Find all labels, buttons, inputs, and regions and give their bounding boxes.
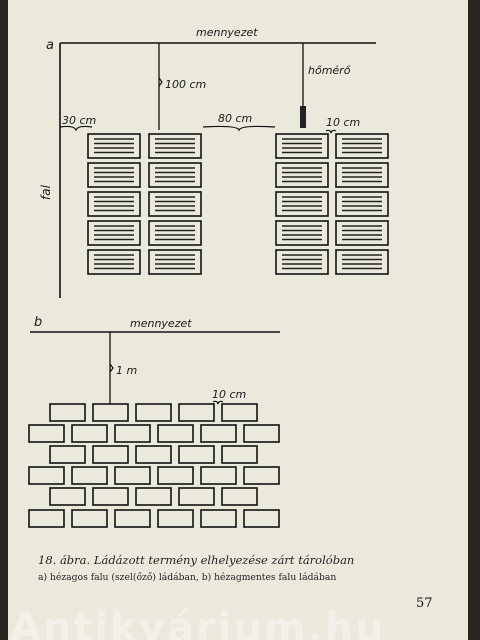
crate [157, 424, 194, 443]
crate [49, 403, 86, 422]
crate [135, 403, 172, 422]
dim-label-80cm: 80 cm [218, 112, 252, 125]
dim-brace-80cm [202, 125, 276, 132]
crate [87, 133, 141, 159]
crate [148, 220, 202, 246]
dim-label-1m: 1 m [116, 364, 137, 377]
crate [148, 133, 202, 159]
dim-brace-1m [109, 363, 114, 373]
crate [92, 403, 129, 422]
crate-wall-b [28, 403, 280, 528]
figure-18: a mennyezet fal 100 cm hőmérő 30 cm 80 c… [28, 26, 389, 528]
crate [243, 509, 280, 528]
dim-brace-30cm [59, 125, 93, 132]
thermometer-label: hőmérő [308, 64, 351, 77]
panel-letter-a: a [46, 38, 54, 53]
crate [178, 487, 215, 506]
crate [157, 509, 194, 528]
dim-brace-10cm-b [212, 400, 224, 405]
ceiling-label-a: mennyezet [196, 26, 258, 39]
crate [71, 509, 108, 528]
crate-stacks-a [87, 133, 389, 275]
crate [114, 509, 151, 528]
thermometer-icon [300, 106, 306, 128]
crate [49, 487, 86, 506]
crate [335, 162, 389, 188]
crate [275, 133, 329, 159]
crate [28, 424, 65, 443]
crate [148, 249, 202, 275]
crate [157, 466, 194, 485]
crate [178, 403, 215, 422]
crate [275, 191, 329, 217]
crate [87, 191, 141, 217]
dim-brace-10cm-a [325, 129, 337, 134]
crate [221, 403, 258, 422]
dim-label-10cm-a: 10 cm [326, 116, 360, 129]
crate [71, 466, 108, 485]
wall-label: fal [39, 184, 53, 200]
crate [200, 509, 237, 528]
figure-b: b mennyezet 1 m 10 cm [28, 315, 280, 528]
crate [200, 466, 237, 485]
crate [275, 162, 329, 188]
figure-a: a mennyezet fal 100 cm hőmérő 30 cm 80 c… [39, 26, 389, 298]
crate [275, 220, 329, 246]
crate [243, 424, 280, 443]
crate [87, 162, 141, 188]
crate [135, 445, 172, 464]
crate [275, 249, 329, 275]
figure-subcaption: a) hézagos falu (szel(őző) ládában, b) h… [38, 572, 337, 583]
crate [114, 466, 151, 485]
crate [148, 162, 202, 188]
crate [200, 424, 237, 443]
crate [114, 424, 151, 443]
ceiling-label-b: mennyezet [130, 317, 192, 330]
crate [335, 191, 389, 217]
crate [92, 445, 129, 464]
dim-label-100cm: 100 cm [165, 78, 206, 91]
crate [28, 466, 65, 485]
figure-caption: 18. ábra. Ládázott termény elhelyezése z… [38, 553, 355, 567]
dim-label-10cm-b: 10 cm [212, 388, 246, 401]
panel-letter-b: b [34, 315, 42, 330]
crate [49, 445, 86, 464]
crate [71, 424, 108, 443]
crate [87, 220, 141, 246]
crate [335, 220, 389, 246]
crate [87, 249, 141, 275]
crate [92, 487, 129, 506]
watermark: Antikvárium.hu [10, 608, 386, 640]
page-number: 57 [416, 596, 433, 611]
crate [243, 466, 280, 485]
crate [178, 445, 215, 464]
crate [221, 445, 258, 464]
crate [148, 191, 202, 217]
crate [335, 249, 389, 275]
crate [221, 487, 258, 506]
crate [28, 509, 65, 528]
crate [135, 487, 172, 506]
dim-brace-100cm [158, 77, 163, 87]
dim-label-30cm: 30 cm [62, 114, 96, 127]
book-page: a mennyezet fal 100 cm hőmérő 30 cm 80 c… [8, 0, 468, 640]
crate [335, 133, 389, 159]
